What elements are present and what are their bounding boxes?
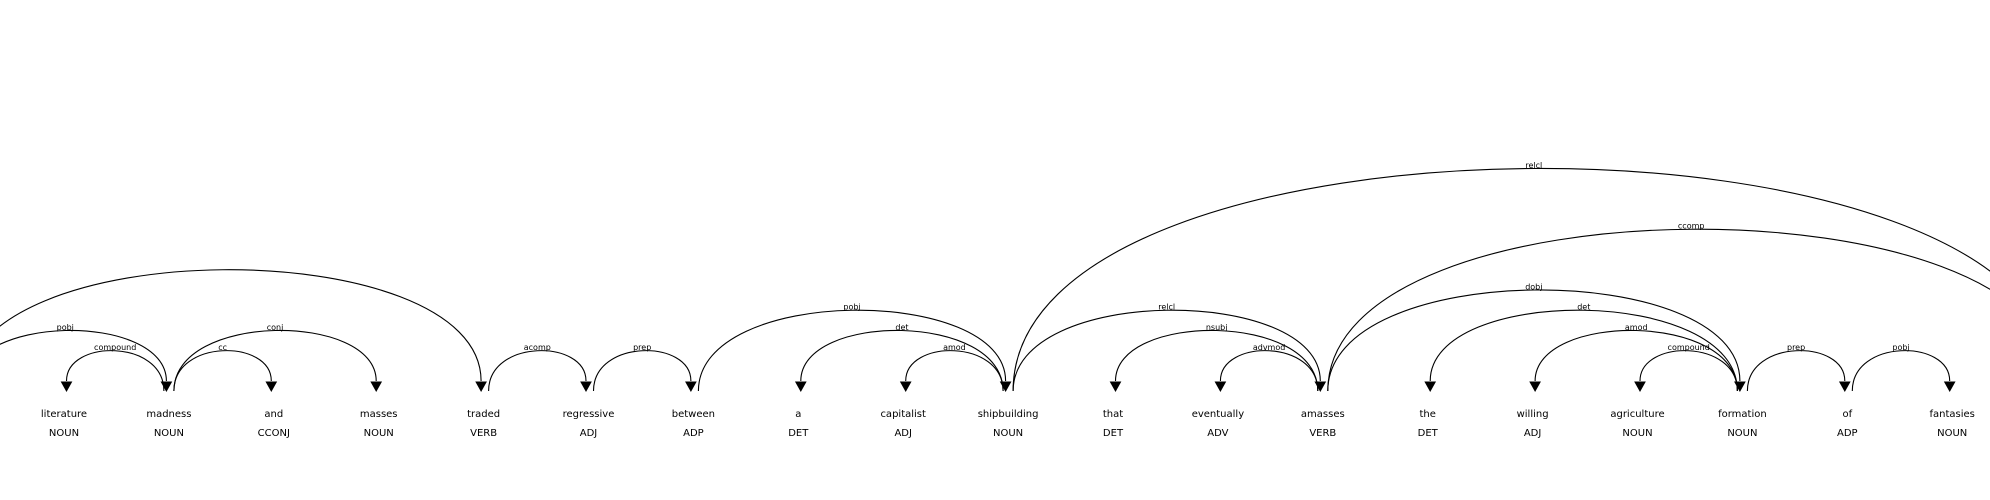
dependency-arc [697, 309, 1007, 392]
pos-tag: NOUN [154, 428, 184, 439]
arc-arrowhead [580, 381, 592, 393]
dependency-arc [488, 350, 587, 392]
word-token: masses [360, 409, 398, 420]
dependency-arc [1114, 329, 1319, 392]
dependency-arc [1012, 167, 1990, 392]
word-token: formation [1718, 409, 1767, 420]
arc-label: prep [633, 343, 651, 352]
arc-arrowhead [899, 381, 912, 393]
arc-label: amod [1625, 323, 1648, 332]
arc-arrowhead [60, 381, 73, 393]
dependency-arc [800, 329, 1004, 392]
pos-tag: DET [1418, 428, 1439, 439]
word-token: capitalist [880, 409, 926, 420]
dependency-arc [1327, 228, 1990, 392]
pos-tag: NOUN [49, 428, 79, 439]
dependency-arc [1219, 350, 1319, 392]
word-token: that [1103, 409, 1123, 420]
word-token: eventually [1192, 409, 1245, 420]
pos-tag: NOUN [1727, 428, 1757, 439]
word-token: madness [146, 409, 191, 420]
arc-label: relcl [1525, 161, 1542, 170]
arc-label: dobj [1525, 282, 1542, 291]
dependency-arc [1429, 309, 1738, 392]
arc-arrowhead [1529, 381, 1541, 393]
dependency-arc [173, 350, 272, 392]
dependency-arc [0, 269, 482, 382]
word-token: amasses [1301, 409, 1345, 420]
pos-tag: NOUN [1937, 428, 1967, 439]
pos-tag: VERB [1309, 428, 1336, 439]
word-token: literature [41, 409, 87, 420]
word-token: the [1419, 409, 1435, 420]
word-token: a [795, 409, 801, 420]
arc-label: compound [94, 343, 136, 352]
pos-tag: NOUN [364, 428, 394, 439]
word-token: fantasies [1930, 409, 1975, 420]
arc-arrowhead [794, 381, 807, 393]
dependency-arc [0, 329, 167, 382]
arc-label: acomp [524, 343, 551, 352]
word-token: traded [467, 409, 500, 420]
word-token: agriculture [1610, 409, 1664, 420]
pos-tag: ADP [683, 428, 704, 439]
pos-tag: ADV [1207, 428, 1228, 439]
dependency-arc [1534, 329, 1738, 392]
word-token: of [1842, 409, 1852, 420]
pos-tag: ADJ [580, 428, 598, 439]
arc-label: pobj [843, 303, 860, 312]
dependency-arc [65, 350, 165, 392]
arc-arrowhead [475, 381, 487, 393]
arc-arrowhead [1943, 381, 1956, 393]
arc-arrowhead [370, 381, 383, 393]
arc-label: nsubj [1206, 323, 1228, 332]
word-token: regressive [563, 409, 615, 420]
arc-label: amod [943, 343, 966, 352]
word-token: and [264, 409, 283, 420]
arc-label: ccomp [1678, 222, 1705, 231]
arc-arrowhead [1109, 381, 1122, 393]
word-token: between [672, 409, 715, 420]
arc-label: pobj [1892, 343, 1909, 352]
pos-tag: ADJ [894, 428, 912, 439]
dependency-arc [1746, 350, 1846, 392]
arc-label: pobj [57, 323, 74, 332]
dependency-arc [173, 329, 377, 392]
word-token: willing [1517, 409, 1549, 420]
pos-tag: DET [788, 428, 809, 439]
pos-tag: NOUN [1622, 428, 1652, 439]
arc-label: det [895, 323, 908, 332]
dependency-arc [592, 350, 692, 392]
arc-arrowhead [1838, 381, 1851, 393]
arc-label: cc [218, 343, 227, 352]
dependency-arc [1012, 309, 1321, 392]
arcs-layer: pobj compound cc conj acomp prep pobj det amod re… [0, 161, 1990, 393]
arc-label: compound [1668, 343, 1710, 352]
dependency-arc [905, 350, 1004, 392]
arc-label: prep [1787, 343, 1805, 352]
arc-label: det [1577, 303, 1590, 312]
pos-tag: ADP [1837, 428, 1858, 439]
dependency-arc [1327, 289, 1741, 392]
arc-arrowhead [1424, 381, 1437, 393]
dependency-arc [1639, 350, 1738, 392]
pos-tag: DET [1103, 428, 1124, 439]
pos-tag: CCONJ [258, 428, 290, 439]
arc-label: conj [267, 323, 284, 332]
pos-tag: NOUN [993, 428, 1023, 439]
arc-arrowhead [1214, 381, 1227, 393]
arc-label: advmod [1253, 343, 1285, 352]
pos-tag: VERB [470, 428, 497, 439]
word-token: shipbuilding [978, 409, 1039, 420]
pos-tag: ADJ [1524, 428, 1542, 439]
arc-label: relcl [1158, 303, 1175, 312]
arc-arrowhead [265, 381, 278, 393]
arc-arrowhead [685, 381, 697, 393]
dependency-arc [1851, 350, 1951, 392]
arc-arrowhead [1634, 381, 1646, 393]
